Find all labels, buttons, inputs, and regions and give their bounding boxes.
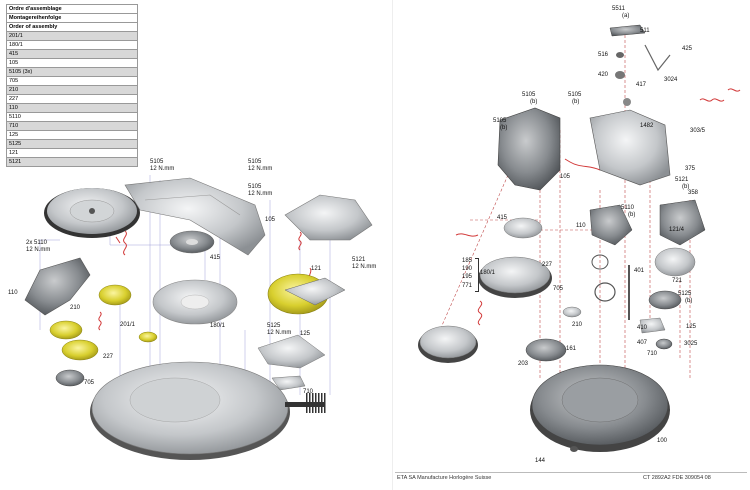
part-label-r5105a_b: (b) — [530, 99, 538, 105]
part-label-r417: 417 — [636, 82, 647, 88]
part-label-r425: 425 — [682, 46, 693, 52]
red-spring-arrows — [98, 88, 741, 331]
part-label-p5125: 5125 — [267, 323, 281, 329]
part-label-r144: 144 — [535, 458, 546, 464]
part-label-p710: 710 — [303, 389, 314, 395]
part-label-p5110_t: 12 N.mm — [26, 247, 51, 253]
part-label-r516: 516 — [598, 52, 609, 58]
part-label-r407: 407 — [637, 340, 648, 346]
part-label-p105: 105 — [265, 217, 276, 223]
part-label-r5125: 5125 — [678, 291, 692, 297]
part-label-r210: 210 — [572, 322, 583, 328]
part-label-r5511a: (a) — [622, 13, 630, 19]
table-cell: 5121 — [6, 157, 138, 167]
part-label-r3024: 3024 — [664, 77, 678, 83]
part-label-r710: 710 — [647, 351, 658, 357]
part-label-r5105b: 5105 — [568, 92, 582, 98]
part-label-r185: 185 — [462, 258, 473, 264]
part-label-r5511: 5511 — [612, 6, 625, 12]
part-label-r227: 227 — [542, 262, 553, 268]
part-label-r5121_b: (b) — [682, 184, 690, 190]
part-label-r180: 180/1 — [480, 270, 496, 276]
part-label-p201: 201/1 — [120, 322, 136, 328]
part-label-p121: 121 — [311, 266, 322, 272]
part-label-r5121: 5121 — [675, 177, 689, 183]
left-parts — [24, 177, 373, 460]
part-label-p5105b: 5105 — [248, 159, 262, 165]
part-label-p5110: 2x 5110 — [26, 240, 47, 246]
part-label-r705: 705 — [553, 286, 564, 292]
part-label-r303: 303/5 — [690, 128, 706, 134]
part-label-p5105a_t: 12 N.mm — [150, 166, 175, 172]
part-label-r125: 125 — [686, 324, 697, 330]
part-label-r110: 110 — [576, 223, 586, 229]
part-label-r5105c_b: (b) — [500, 125, 508, 131]
part-label-p705: 705 — [84, 380, 95, 386]
part-label-p5121: 5121 — [352, 257, 366, 263]
part-label-r1482: 1482 — [640, 123, 654, 129]
part-label-p227: 227 — [103, 354, 114, 360]
part-label-p5105c: 5105 — [248, 184, 262, 190]
part-label-p125: 125 — [300, 331, 311, 337]
footer-left: ETA SA Manufacture Horlogère Suisse — [397, 475, 492, 481]
part-label-r358: 358 — [688, 190, 699, 196]
part-label-r105: 105 — [560, 174, 571, 180]
part-label-r100: 100 — [657, 438, 668, 444]
table-row: 5121 — [6, 157, 138, 167]
part-label-r195: 195 — [462, 274, 473, 280]
part-label-p5121_t: 12 N.mm — [352, 264, 377, 270]
part-label-p5105a: 5105 — [150, 159, 164, 165]
part-label-r121: 121/4 — [669, 227, 685, 233]
part-label-r420: 420 — [598, 72, 609, 78]
part-label-r5105a: 5105 — [522, 92, 536, 98]
part-label-r5110: 5110 — [621, 205, 634, 211]
part-label-p415: 415 — [210, 255, 221, 261]
footer-right: CT 2892A2 FDE 309054 08 — [643, 475, 711, 481]
part-label-r410: 410 — [637, 325, 648, 331]
part-label-r5110_b: (b) — [628, 212, 636, 218]
part-label-r511: 511 — [640, 28, 650, 34]
part-label-r161: 161 — [566, 346, 577, 352]
part-label-r375: 375 — [685, 166, 696, 172]
part-label-r415: 415 — [497, 215, 508, 221]
part-label-r721: 721 — [672, 278, 683, 284]
part-label-p5105b_t: 12 N.mm — [248, 166, 273, 172]
label-bracket — [475, 258, 479, 292]
part-label-r401: 401 — [634, 268, 645, 274]
panel-divider — [392, 0, 393, 490]
part-label-r203: 203 — [518, 361, 529, 367]
right-parts — [418, 24, 706, 452]
part-label-p210: 210 — [70, 305, 81, 311]
part-label-r5125_b: (b) — [685, 298, 693, 304]
part-label-p110: 110 — [8, 290, 18, 296]
part-label-r3025: 3025 — [684, 341, 698, 347]
part-label-r771: 771 — [462, 283, 473, 289]
part-label-p5105c_t: 12 N.mm — [248, 191, 273, 197]
part-label-r5105b_b: (b) — [572, 99, 580, 105]
footer-rule — [395, 472, 747, 473]
part-label-p5125_t: 12 N.mm — [267, 330, 292, 336]
part-label-r190: 190 — [462, 266, 473, 272]
part-label-r5105c: 5105 — [493, 118, 507, 124]
part-label-p180: 180/1 — [210, 323, 226, 329]
